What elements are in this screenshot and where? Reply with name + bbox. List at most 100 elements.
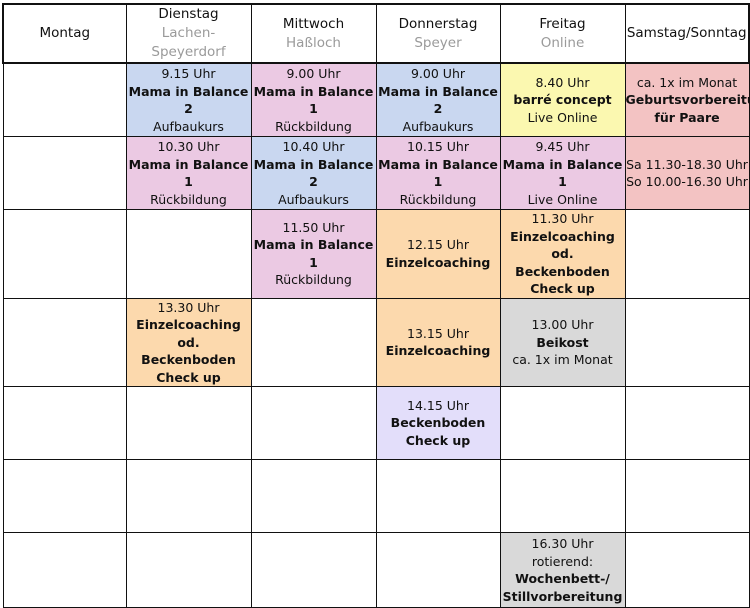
course-title: Mama in Balance 1 (502, 156, 623, 190)
day-name: Donnerstag (398, 15, 478, 32)
course-detail: 13.30 Uhr (157, 299, 220, 315)
empty-cell (624, 459, 750, 533)
course-detail: 13.15 Uhr (407, 325, 469, 341)
day-name: Samstag/Sonntag (626, 25, 747, 41)
empty-cell (375, 532, 501, 608)
course-detail: 11.30 Uhr (531, 211, 594, 226)
course-title: Beckenboden (390, 415, 486, 431)
empty-cell (624, 386, 750, 460)
day-name: Montag (39, 25, 91, 41)
course-title: Stillvorbereitung (502, 588, 623, 604)
course-title: Beikost (536, 334, 589, 350)
course-title: Einzelcoaching od. (510, 228, 615, 262)
course-title: Mama in Balance 2 (128, 83, 249, 117)
course-detail: Rückbildung (399, 191, 477, 207)
time-slot-row: 16.30 Uhr rotierend: Wochenbett-/ Stillvorb… (2, 532, 750, 608)
empty-cell (2, 136, 127, 210)
course-detail: 11.50 Uhr (282, 219, 345, 235)
course-detail: 12.15 Uhr (407, 237, 469, 253)
course-title: Mama in Balance 2 (253, 156, 374, 190)
course-detail: So 10.00-16.30 Uhr (626, 174, 748, 189)
empty-cell (499, 459, 626, 533)
course-title: Geburtsvorbereitung (625, 92, 748, 108)
course-detail: rotierend: (531, 553, 594, 569)
course-detail: 10.30 Uhr (157, 139, 220, 154)
day-name: Freitag (539, 15, 586, 32)
empty-cell (499, 386, 626, 460)
empty-cell (375, 459, 501, 533)
empty-cell (2, 209, 127, 299)
course-title: Mama in Balance 1 (253, 237, 374, 270)
course-detail: Aufbaukurs (402, 118, 474, 134)
course-detail: 9.15 Uhr (161, 66, 216, 81)
empty-cell (624, 209, 750, 299)
course-title: Mama in Balance 1 (378, 156, 498, 190)
course-cell: 16.30 Uhr rotierend: Wochenbett-/ Stillvorb… (499, 532, 626, 608)
day-location: Online (540, 34, 585, 51)
course-title: Wochenbett-/ (515, 571, 610, 586)
empty-cell (2, 532, 127, 608)
empty-cell (125, 459, 252, 533)
course-title: Check up (156, 369, 221, 385)
day-location: Lachen-Speyerdorf (151, 25, 226, 60)
course-detail: Rückbildung (150, 191, 227, 207)
empty-cell (125, 386, 252, 460)
day-name: Mittwoch (282, 15, 345, 32)
course-title: für Paare (654, 109, 720, 125)
empty-cell (624, 532, 750, 608)
empty-cell (250, 459, 377, 533)
day-header-0: Montag (2, 3, 127, 64)
empty-cell (2, 459, 127, 533)
day-location: Haßloch (286, 34, 341, 51)
course-cell: ca. 1x im MonatGeburtsvorbereitungfür Pa… (624, 62, 750, 137)
empty-cell (250, 386, 377, 460)
day-header-5: Samstag/Sonntag (624, 3, 750, 64)
course-title: Einzelcoaching (385, 254, 491, 270)
day-name: Dienstag (158, 6, 219, 22)
course-detail: ca. 1x im Monat (636, 74, 738, 90)
course-detail: Aufbaukurs (153, 118, 224, 134)
time-slot-row (2, 459, 750, 533)
course-detail: 9.00 Uhr (410, 66, 466, 81)
course-title: Check up (530, 281, 595, 296)
course-title: Einzelcoaching od. (136, 317, 241, 350)
course-title: Mama in Balance 1 (253, 83, 374, 117)
course-detail: Live Online (527, 109, 598, 125)
empty-cell (624, 297, 750, 387)
course-detail: Live Online (527, 191, 598, 207)
empty-cell (125, 209, 252, 299)
course-title: Check up (405, 432, 471, 448)
course-title: Mama in Balance 1 (128, 156, 249, 190)
empty-cell (2, 386, 127, 460)
empty-cell (250, 297, 377, 387)
course-detail: 9.00 Uhr (286, 66, 341, 81)
course-detail: 9.45 Uhr (535, 139, 590, 154)
course-title: barré concept (513, 92, 612, 108)
course-detail: Aufbaukurs (278, 191, 349, 207)
course-detail: 16.30 Uhr (531, 536, 594, 551)
